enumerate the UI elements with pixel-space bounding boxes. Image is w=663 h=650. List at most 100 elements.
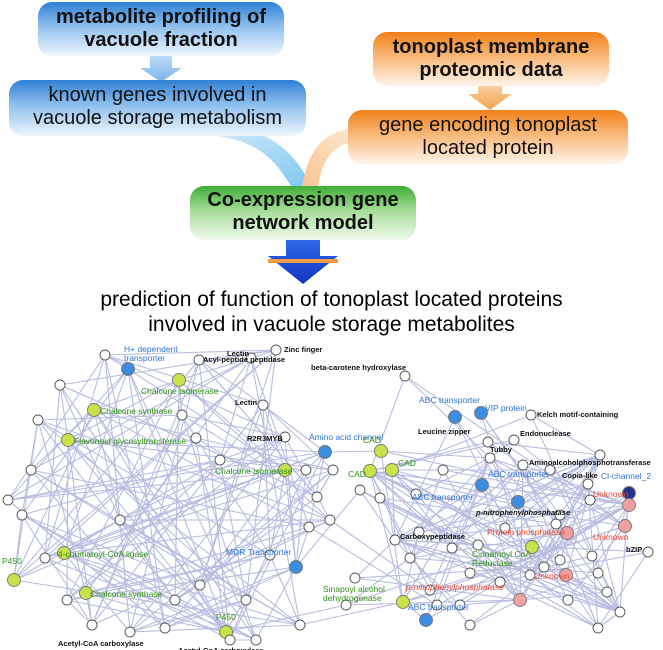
network-edge: [404, 375, 491, 459]
network-node-unlabeled: [327, 464, 339, 476]
network-node-unlabeled: [214, 454, 226, 466]
network-edge: [295, 489, 361, 568]
sweep-known-to-network: [205, 120, 312, 188]
network-node-acetyl2: [224, 634, 236, 646]
network-node-unlabeled: [601, 586, 613, 598]
network-edge: [295, 526, 310, 568]
network-node-unlabeled: [374, 492, 386, 504]
network-edges: [7, 349, 649, 641]
network-edge: [7, 499, 166, 629]
network-node-vip: [474, 406, 488, 420]
network-node-unlabeled: [176, 409, 188, 421]
network-edge: [379, 497, 557, 525]
network-label-chalisoB: Chalcone isomerase: [215, 466, 293, 476]
network-label-bzip: bZIP: [626, 545, 642, 554]
network-edge: [63, 519, 331, 554]
network-node-mdr: [289, 560, 303, 574]
network-label-betacar: beta-carotene hydroxylase: [311, 363, 406, 372]
box-proteomic-line2: proteomic data: [419, 58, 563, 81]
network-node-unk2: [618, 519, 632, 533]
network-edge: [567, 525, 626, 601]
network-node-betacar: [399, 370, 411, 382]
network-node-unlabeled: [194, 579, 206, 591]
box-gene-encoding: gene encoding tonoplast located protein: [348, 110, 628, 164]
network-edge: [299, 601, 404, 626]
network-edge: [469, 572, 621, 613]
network-node-unlabeled: [303, 521, 315, 533]
network-label-acetyl1: Acetyl-CoA carboxylase: [58, 639, 144, 648]
network-edge: [59, 349, 277, 386]
network-node-unlabeled: [264, 549, 276, 561]
network-edge: [219, 436, 286, 461]
network-node-unlabeled: [2, 494, 14, 506]
network-label-abc4: ABC transporter: [408, 602, 469, 612]
network-node-unlabeled: [114, 514, 126, 526]
network-node-pnitro1: [554, 509, 566, 521]
network-edge: [504, 454, 601, 529]
network-label-unk1: Unknown: [593, 489, 629, 499]
network-label-r2r3: R2R3MYB: [247, 434, 283, 443]
network-node-chalisoB: [278, 463, 292, 477]
network-node-unlabeled: [54, 379, 66, 391]
network-node-unk1: [622, 498, 636, 512]
network-node-unlabeled: [592, 622, 604, 634]
network-edge: [451, 464, 524, 549]
box-metabolite-line1: metabolite profiling of: [56, 6, 266, 28]
network-edge: [529, 499, 591, 576]
network-node-unlabeled: [437, 464, 449, 476]
network-edge: [66, 599, 227, 633]
network-node-unlabeled: [240, 594, 252, 606]
network-edge: [269, 469, 286, 556]
network-label-flavgly: Flavonoid glycosyltransferase: [74, 436, 186, 446]
network-node-acylpep: [193, 354, 205, 366]
network-edge: [129, 359, 200, 633]
network-edge: [21, 514, 93, 626]
network-edge: [21, 514, 257, 641]
network-node-chalsynA: [87, 403, 101, 417]
network-label-mdr: MDR Transporter: [226, 547, 291, 557]
network-node-sinapoyl: [396, 595, 410, 609]
network-edge: [93, 409, 197, 439]
network-edge: [104, 354, 131, 633]
network-edge: [59, 384, 318, 498]
network-node-leucine: [482, 436, 494, 448]
network-edge: [597, 504, 630, 574]
network-edge: [66, 599, 93, 626]
network-node-carboxy: [472, 539, 484, 551]
network-node-unlabeled: [159, 622, 171, 634]
network-node-unlabeled: [464, 619, 476, 631]
box-gene-encoding-line2: located protein: [422, 136, 554, 159]
network-node-unlabeled: [190, 432, 202, 444]
network-edge: [295, 469, 307, 568]
network-edge: [85, 526, 310, 594]
network-edge: [104, 354, 286, 438]
network-edge: [369, 470, 561, 516]
flow-connectors: [140, 56, 512, 284]
box-coexpression-line1: Co-expression gene: [207, 189, 399, 211]
network-edge: [369, 375, 406, 472]
sweep-encoding-to-network: [302, 128, 352, 188]
network-node-aminoalc: [517, 459, 529, 471]
network-node-cad3: [385, 463, 399, 477]
network-edge: [519, 591, 608, 601]
network-node-unlabeled: [584, 494, 596, 506]
network-edge: [198, 359, 264, 406]
network-label-carboxy: Carboxypeptidase: [400, 532, 465, 541]
box-metabolite-line2: vacuole fraction: [84, 28, 238, 51]
network-edge: [21, 514, 227, 633]
network-node-unlabeled: [586, 550, 598, 562]
network-edge: [530, 414, 601, 456]
network-node-flavgly: [61, 433, 75, 447]
network-label-cad1: CAD: [363, 435, 381, 445]
network-edge: [369, 470, 431, 591]
network-edge: [219, 357, 252, 461]
network-edge: [481, 484, 521, 601]
network-edge: [565, 454, 601, 576]
box-known-genes-line2: vacuole storage metabolism: [32, 106, 282, 129]
network-label-chalisoA: Chalcone isomerase: [141, 386, 219, 396]
network-label-vip: VIP protein: [485, 403, 527, 413]
network-node-coumaroyl: [57, 546, 71, 560]
network-edge: [489, 457, 593, 557]
